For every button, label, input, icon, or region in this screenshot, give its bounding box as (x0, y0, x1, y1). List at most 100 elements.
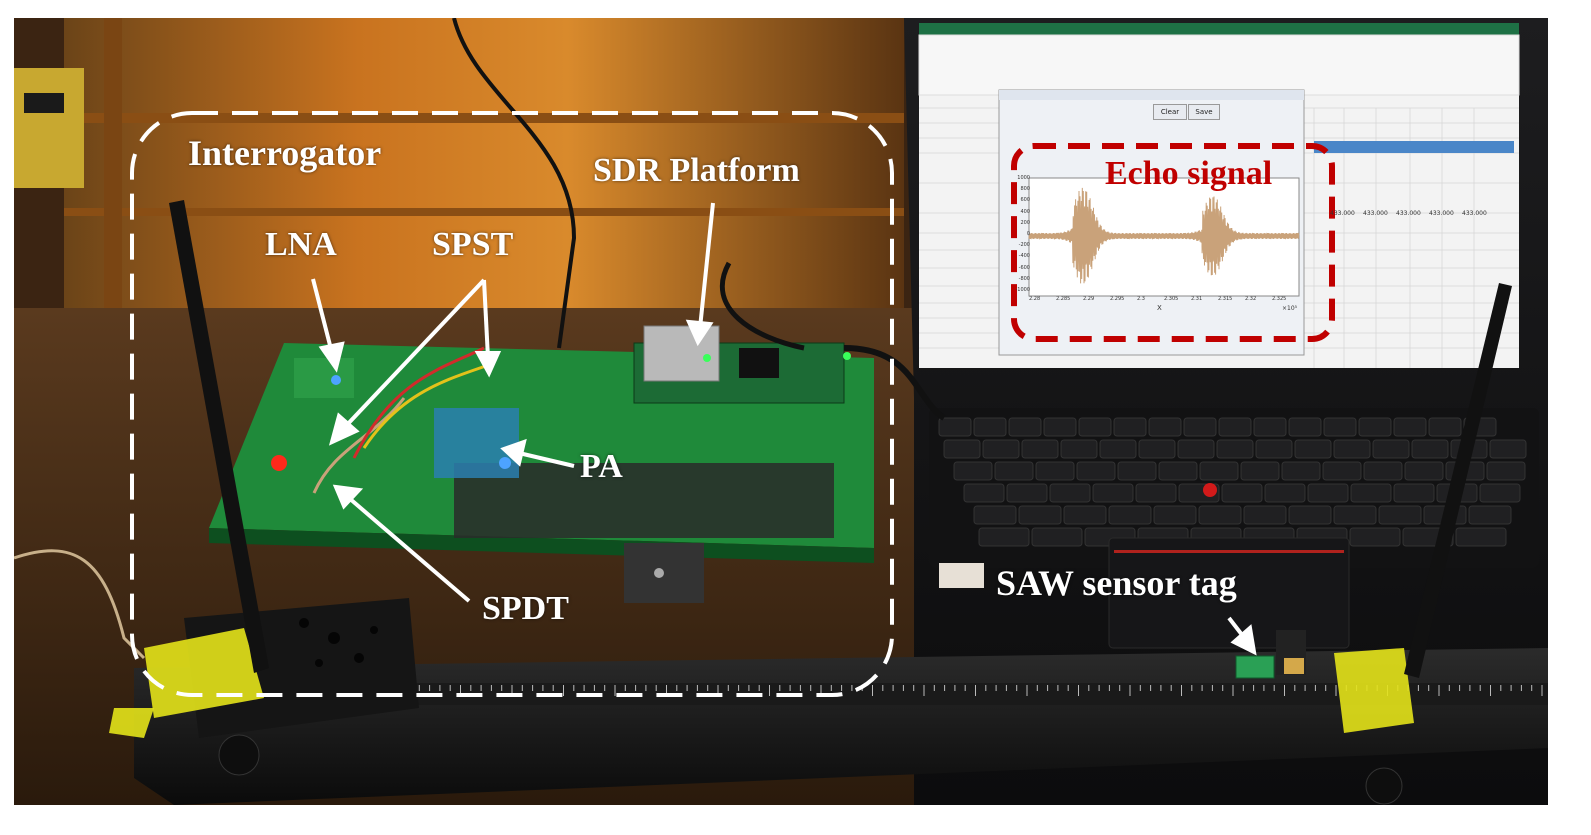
photo-illustration (14, 18, 1548, 805)
keyboard-key (1411, 439, 1449, 459)
touchpad (1108, 537, 1350, 649)
keyboard-key (1468, 505, 1512, 525)
plot-x-tick: 2.28 (1029, 296, 1041, 302)
keyboard-key (1288, 505, 1332, 525)
plot-x-tick: 2.3 (1137, 296, 1145, 302)
keyboard-key (1378, 505, 1422, 525)
keyboard-key (953, 461, 993, 481)
keyboard-key (1158, 461, 1198, 481)
keyboard-key (1455, 527, 1507, 547)
spdt-arrow (347, 496, 471, 603)
plot-y-tick: -600 (1018, 264, 1030, 271)
plot-y-tick: 800 (1020, 186, 1030, 193)
pa-label: PA (580, 448, 623, 485)
saw-sensor-tag-label: SAW sensor tag (996, 563, 1237, 603)
keyboard-key (1350, 483, 1392, 503)
keyboard-key (973, 505, 1017, 525)
keyboard-key (1138, 439, 1176, 459)
spreadsheet-cell: 433.000 (1396, 210, 1421, 217)
spreadsheet-cell: 433.000 (1363, 210, 1388, 217)
spdt-label: SPDT (482, 590, 569, 627)
keyboard-key (1031, 527, 1083, 547)
sdr-arrow (698, 202, 715, 329)
trackpoint (1203, 483, 1217, 497)
echo-waveform (1028, 187, 1300, 284)
keyboard-key (1060, 439, 1098, 459)
plot-y-tick: -400 (1018, 253, 1030, 260)
keyboard-key (1035, 461, 1075, 481)
sdr-shield-can (643, 325, 720, 382)
keyboard-key (1363, 461, 1403, 481)
keyboard-key (1078, 417, 1112, 437)
keyboard-key (938, 417, 972, 437)
keyboard-key (1135, 483, 1177, 503)
rail-knob-left (218, 734, 260, 776)
keyboard-key (1281, 461, 1321, 481)
plot-y-tick: 600 (1020, 197, 1030, 204)
usb-cable (452, 18, 577, 349)
sdr-platform-label: SDR Platform (593, 152, 800, 189)
plot-y-tick: 0 (1026, 231, 1030, 237)
keyboard-key (1323, 417, 1357, 437)
keyboard-key (1288, 417, 1322, 437)
spreadsheet-cell: 433.000 (1330, 210, 1355, 217)
plot-x-tick: 2.285 (1056, 296, 1071, 302)
keyboard-key (1253, 417, 1287, 437)
keyboard-key (1198, 505, 1242, 525)
spreadsheet-cell: 433.000 (1429, 210, 1454, 217)
keyboard-key (1240, 461, 1280, 481)
annotation-arrows (311, 202, 1257, 656)
keyboard-key (1358, 417, 1392, 437)
rail-knob-right (1365, 767, 1403, 805)
keyboard-key (1221, 483, 1263, 503)
keyboard-key (1393, 417, 1427, 437)
plot-x-axis-label: X (1157, 304, 1162, 312)
matlab-clear-button[interactable]: Clear (1153, 104, 1187, 120)
keyboard-key (1063, 505, 1107, 525)
keyboard-key (1216, 439, 1254, 459)
matlab-save-button[interactable]: Save (1188, 104, 1220, 120)
keyboard-key (1113, 417, 1147, 437)
plot-x-tick: 2.315 (1218, 296, 1233, 302)
wooden-crate (64, 18, 904, 318)
spst-arrow-right (482, 279, 490, 359)
interrogator-box (130, 111, 894, 697)
plot-x-tick: 2.325 (1272, 296, 1287, 302)
keyboard-key (1092, 483, 1134, 503)
spreadsheet-cell: 433.000 (1462, 210, 1487, 217)
keyboard-key (1479, 483, 1521, 503)
keyboard-key (1372, 439, 1410, 459)
spst-arrow-left (342, 278, 486, 430)
keyboard-key (1486, 461, 1526, 481)
keyboard-key (973, 417, 1007, 437)
keyboard-key (1117, 461, 1157, 481)
plot-y-tick: 1000 (1017, 175, 1030, 181)
keyboard-key (1008, 417, 1042, 437)
plot-y-tick: -1000 (1015, 287, 1030, 293)
spst-label: SPST (432, 226, 514, 263)
keyboard-key (1404, 461, 1444, 481)
keyboard-key (1043, 417, 1077, 437)
keyboard-key (1264, 483, 1306, 503)
experimental-setup-photo (14, 18, 1548, 805)
antenna-right (1404, 283, 1512, 678)
keyboard-key (1333, 505, 1377, 525)
keyboard-key (1177, 439, 1215, 459)
interrogator-label: Interrogator (188, 133, 382, 173)
lna-board (294, 358, 354, 398)
plot-y-tick: 400 (1020, 208, 1030, 215)
yellow-tape-right (1334, 648, 1414, 733)
plot-y-tick: -200 (1018, 242, 1030, 249)
keyboard-key (1099, 439, 1137, 459)
coax-cable (14, 549, 146, 660)
yellow-instrument (14, 68, 84, 188)
keyboard-key (1218, 417, 1252, 437)
keyboard-key (1333, 439, 1371, 459)
lna-label: LNA (265, 226, 337, 263)
keyboard-key (1322, 461, 1362, 481)
keyboard-key (1183, 417, 1217, 437)
keyboard-key (1076, 461, 1116, 481)
pa-arrow (518, 451, 575, 468)
plot-y-tick: -800 (1018, 275, 1030, 282)
